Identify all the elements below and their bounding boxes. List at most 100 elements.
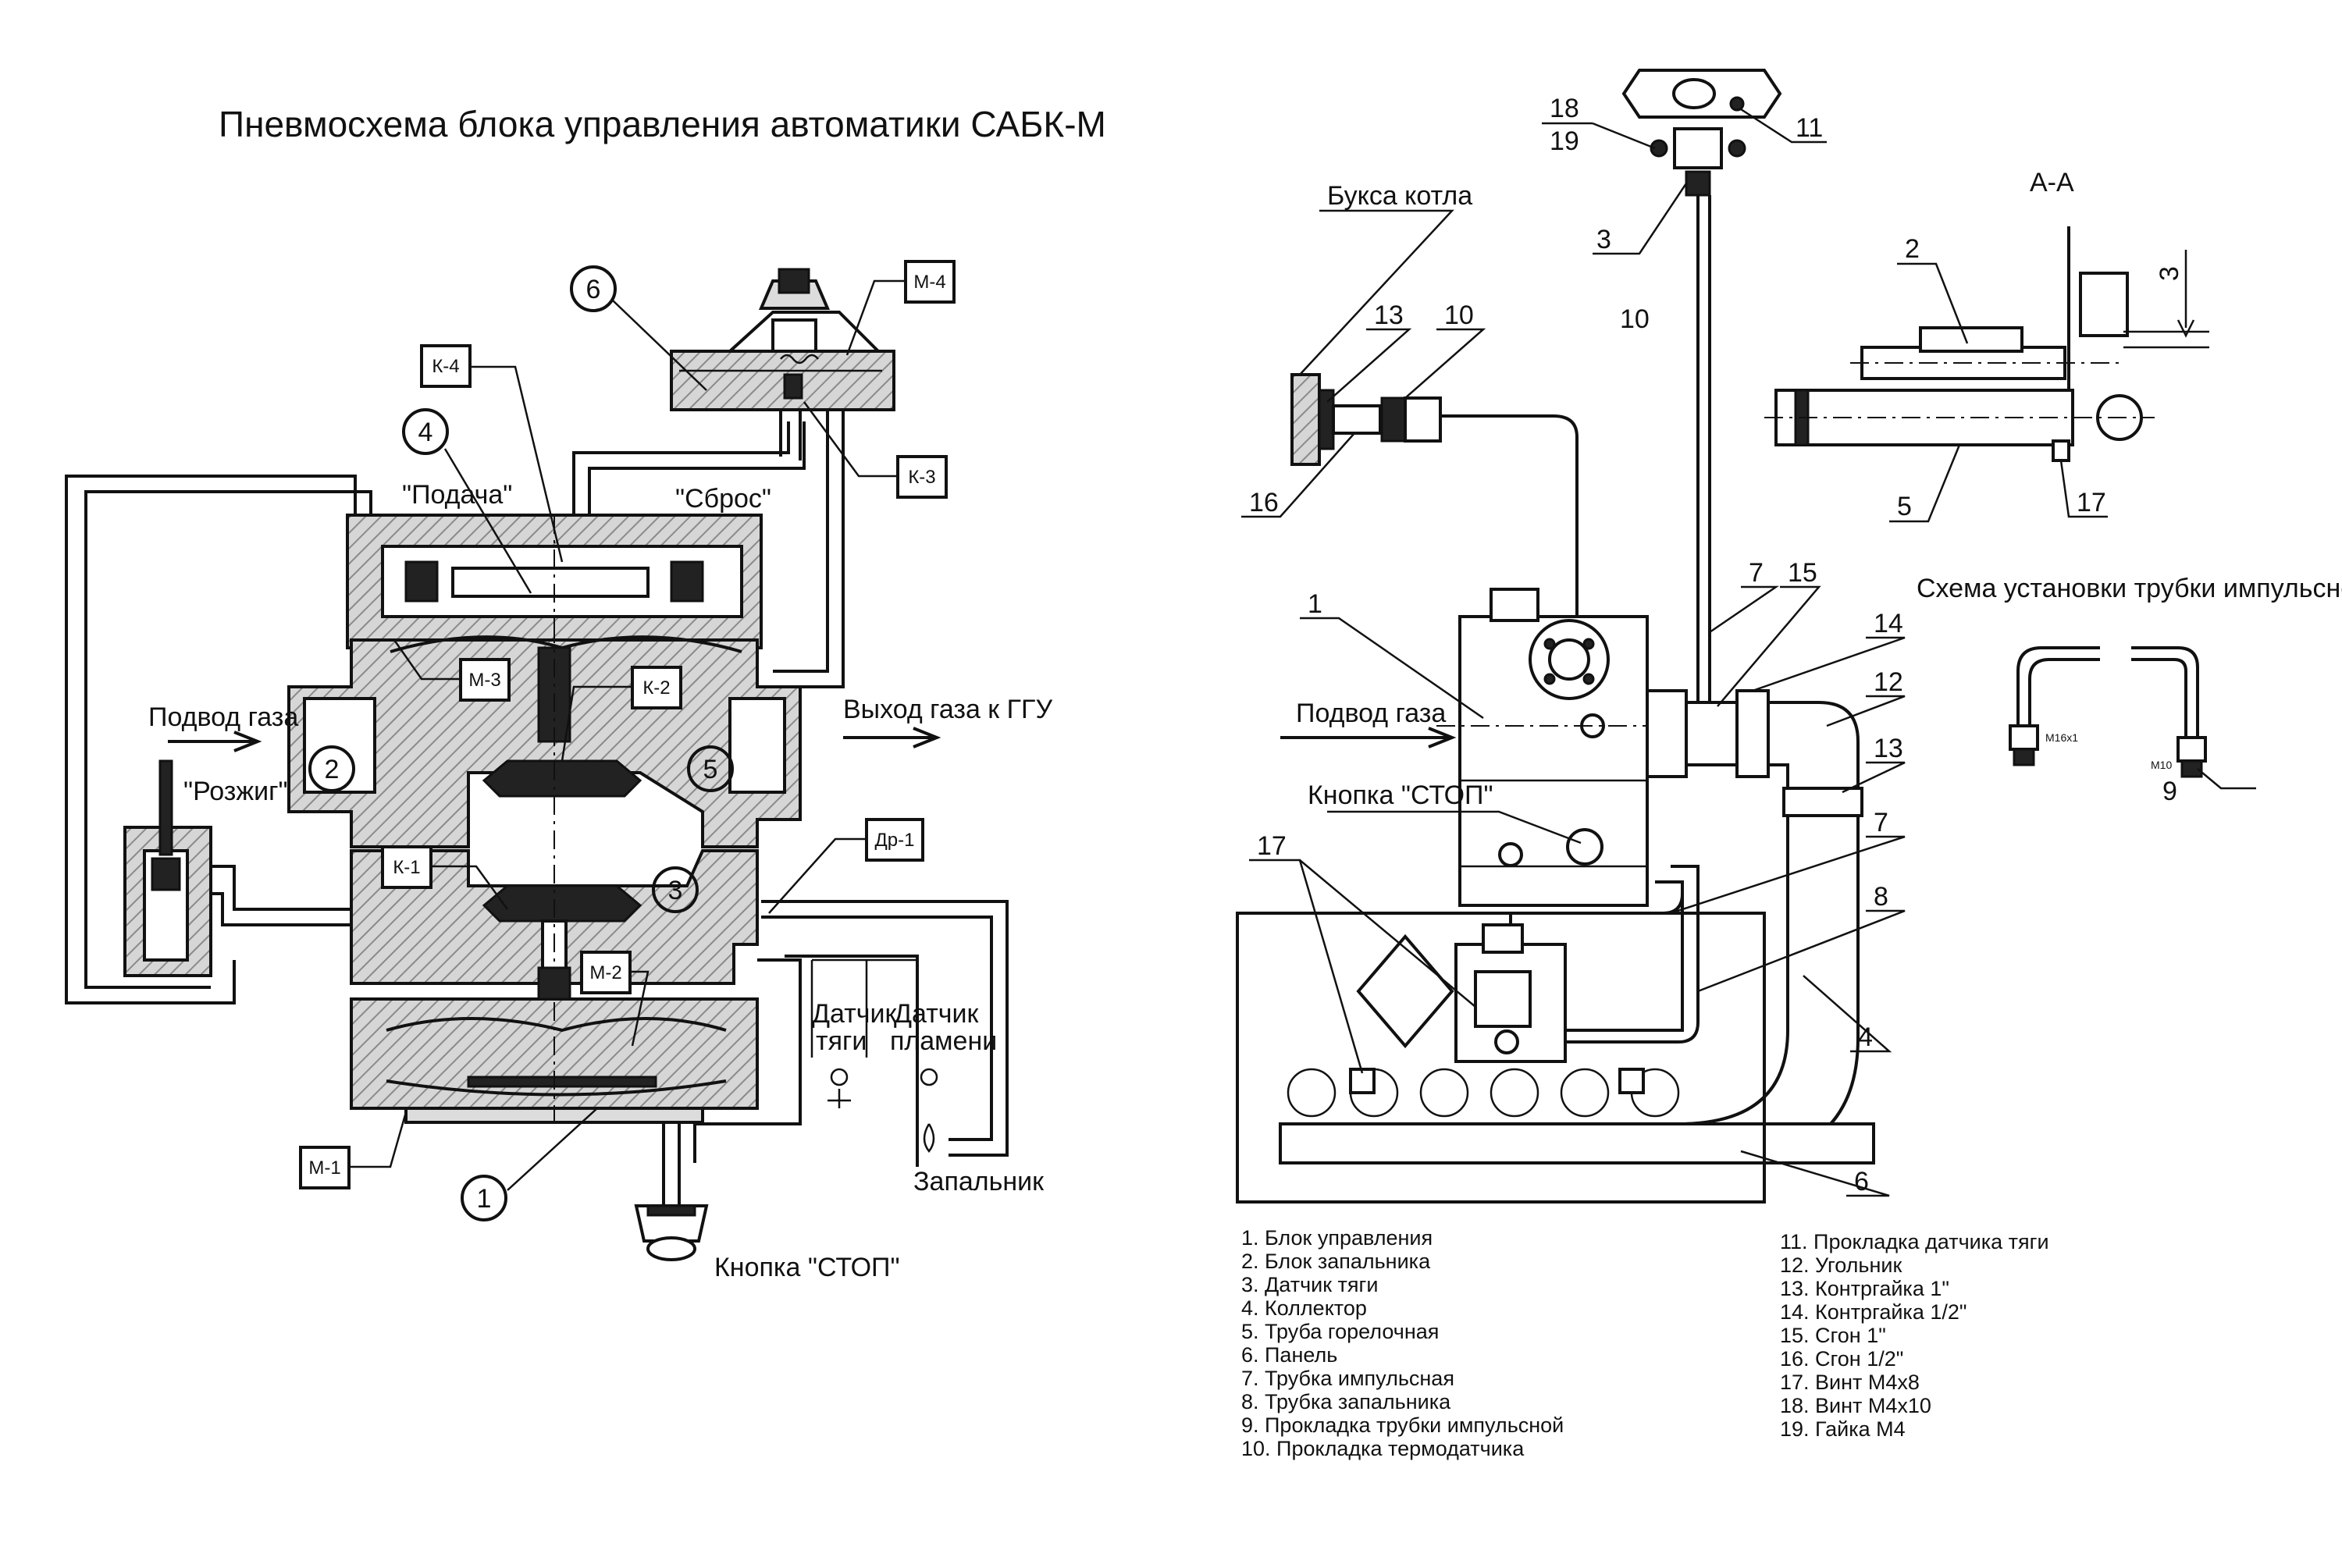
legend: 1. Блок управления 2. Блок запальника 3.…	[1241, 1226, 2049, 1460]
callout-16: 16	[1249, 488, 1279, 517]
legend-item: 9. Прокладка трубки импульсной	[1241, 1413, 1564, 1437]
pneumatic-scheme: Пневмосхема блока управления автоматики …	[65, 104, 1106, 1282]
callout-12: 12	[1874, 667, 1903, 697]
circle-markers: 6 4 2 5 3 1	[308, 265, 734, 1221]
callout-7b: 7	[1874, 808, 1888, 837]
tag-m3: М-3	[468, 670, 500, 691]
label-m16: М16х1	[2045, 731, 2078, 744]
callout-1: 1	[1308, 589, 1322, 619]
callout-18: 18	[1550, 94, 1579, 123]
legend-item: 3. Датчик тяги	[1241, 1273, 1378, 1296]
control-block[interactable]	[1436, 588, 1717, 907]
callout-numbers: 18 19 11 3 10 2 5 17 13 10 16 1 7	[1241, 94, 2177, 1197]
legend-item: 13. Контргайка 1"	[1780, 1277, 1949, 1300]
pilot-block	[1356, 865, 1700, 1063]
draft-sensor	[1621, 69, 1782, 710]
impulse-tube-scheme: Схема установки трубки импульсной М16х1 …	[1917, 574, 2342, 790]
callout-9: 9	[2162, 777, 2177, 806]
tag-m2: М-2	[589, 962, 621, 983]
circle-1-label: 1	[477, 1184, 492, 1214]
label-datchik-tyagi-1: Датчик	[812, 999, 897, 1029]
label-podvod-gaza: Подвод газа	[148, 702, 298, 732]
section-a-a: А-А 3	[1764, 168, 2209, 462]
main-valve-body	[287, 624, 802, 1124]
legend-item: 19. Гайка М4	[1780, 1417, 1906, 1441]
installation-drawing: А-А 3 Схема установки трубки импульсной …	[1236, 69, 2342, 1204]
m4-valve-unit	[670, 268, 895, 688]
gas-fittings	[1279, 689, 1875, 1164]
legend-item: 15. Сгон 1"	[1780, 1324, 1886, 1347]
legend-item: 18. Винт М4х10	[1780, 1394, 1931, 1417]
legend-item: 5. Труба горелочная	[1241, 1320, 1439, 1343]
tag-k3: К-3	[908, 467, 935, 488]
circle-6-label: 6	[586, 275, 601, 304]
legend-item: 11. Прокладка датчика тяги	[1780, 1230, 2049, 1253]
callout-19: 19	[1550, 126, 1579, 156]
callout-8: 8	[1874, 882, 1888, 912]
legend-item: 10. Прокладка термодатчика	[1241, 1437, 1525, 1460]
label-datchik-plameni-1: Датчик	[894, 999, 979, 1029]
callout-14: 14	[1874, 609, 1903, 638]
label-shema: Схема установки трубки импульсной	[1917, 574, 2342, 603]
label-podacha: "Подача"	[402, 480, 512, 510]
outlet-pipes	[761, 900, 1009, 1157]
label-podvod-gaza-right: Подвод газа	[1296, 699, 1446, 728]
callout-13a: 13	[1374, 300, 1404, 330]
callout-11: 11	[1796, 113, 1823, 143]
label-vyhod-gaza: Выход газа к ГГУ	[843, 695, 1052, 724]
callout-17a: 17	[2077, 488, 2106, 517]
legend-item: 7. Трубка импульсная	[1241, 1367, 1454, 1390]
tag-m1: М-1	[308, 1157, 340, 1179]
label-buksa-kotla: Букса котла	[1327, 181, 1472, 211]
legend-item: 6. Панель	[1241, 1343, 1337, 1367]
callout-2: 2	[1905, 234, 1920, 264]
callout-6: 6	[1854, 1167, 1869, 1196]
callout-13b: 13	[1874, 734, 1903, 763]
legend-item: 12. Угольник	[1780, 1253, 1902, 1277]
callout-15: 15	[1788, 558, 1817, 588]
mounting-panel	[1236, 912, 1766, 1204]
label-rozzhig: "Розжиг"	[183, 777, 288, 806]
label-datchik-plameni-2: пламени	[890, 1026, 997, 1056]
legend-item: 17. Винт М4х8	[1780, 1371, 1920, 1394]
label-m10: М10	[2151, 759, 2172, 771]
legend-item: 4. Коллектор	[1241, 1296, 1367, 1320]
sensor-group	[810, 958, 938, 1154]
label-datchik-tyagi-2: тяги	[816, 1026, 867, 1056]
boiler-bushing	[1290, 373, 1579, 617]
legend-item: 8. Трубка запальника	[1241, 1390, 1451, 1413]
callout-10a: 10	[1620, 304, 1650, 334]
circle-5-label: 5	[703, 755, 718, 784]
tag-m4: М-4	[913, 272, 945, 293]
tag-k1: К-1	[393, 857, 420, 878]
label-zapalnik: Запальник	[913, 1167, 1045, 1196]
rozzhig-unit	[123, 759, 351, 977]
label-section-aa: А-А	[2030, 168, 2074, 197]
callout-3: 3	[1596, 225, 1611, 254]
scheme-title: Пневмосхема блока управления автоматики …	[219, 104, 1106, 144]
callout-5: 5	[1897, 492, 1912, 521]
burner-row	[1287, 1068, 1680, 1118]
circle-2-label: 2	[325, 755, 340, 784]
legend-item: 14. Контргайка 1/2"	[1780, 1300, 1966, 1324]
top-valve-block	[346, 421, 806, 656]
label-sbros: "Сброс"	[675, 484, 771, 514]
legend-item: 2. Блок запальника	[1241, 1250, 1431, 1273]
callout-7a: 7	[1749, 558, 1764, 588]
circle-4-label: 4	[418, 418, 433, 447]
label-knopka-stop-right: Кнопка "СТОП"	[1308, 780, 1493, 810]
boxed-tags: К-4 М-4 К-3 М-3 К-2 К-1 М-2 М-1	[299, 260, 956, 1189]
legend-item: 1. Блок управления	[1241, 1226, 1433, 1250]
label-dimension: 3	[2155, 266, 2184, 281]
label-knopka-stop: Кнопка "СТОП"	[714, 1253, 900, 1282]
callout-10b: 10	[1444, 300, 1474, 330]
legend-item: 16. Сгон 1/2"	[1780, 1347, 1903, 1371]
tag-dr1: Др-1	[875, 830, 915, 851]
callout-17b: 17	[1257, 831, 1287, 861]
callout-4: 4	[1858, 1022, 1873, 1052]
tag-k4: К-4	[432, 356, 459, 377]
stop-button-symbol[interactable]	[634, 1124, 709, 1261]
tag-k2: К-2	[642, 677, 670, 699]
circle-3-label: 3	[668, 876, 683, 905]
